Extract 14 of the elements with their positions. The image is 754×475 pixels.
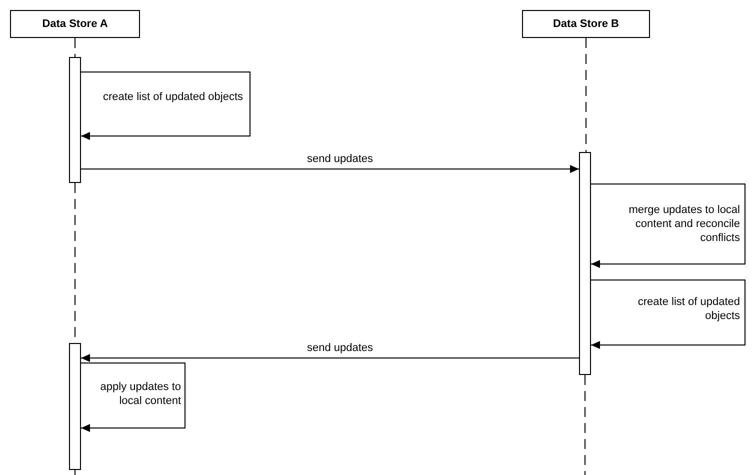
participant-box: Data Store A (10, 10, 140, 38)
message-arrow (80, 362, 186, 432)
lifeline (584, 374, 586, 475)
message-arrow (590, 184, 746, 268)
participant-box: Data Store B (522, 10, 650, 38)
lifeline (74, 38, 76, 58)
activation-bar (69, 343, 81, 470)
message-arrow (80, 165, 580, 173)
message-arrow (80, 72, 250, 140)
lifeline (74, 470, 76, 475)
activation-bar (579, 152, 591, 375)
message-arrow (590, 280, 746, 349)
activation-bar (69, 57, 81, 183)
message-arrow (80, 354, 580, 362)
